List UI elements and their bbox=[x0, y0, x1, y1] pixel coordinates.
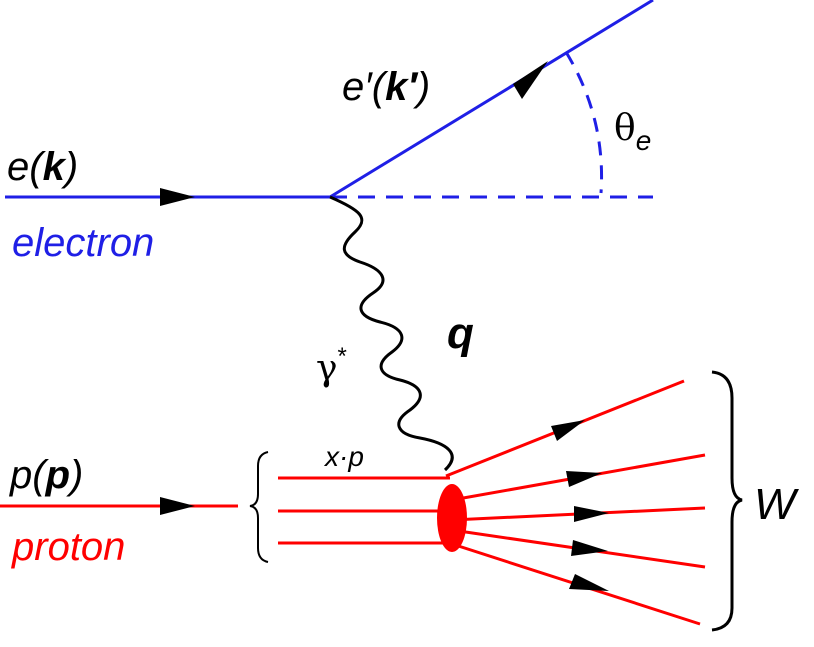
scattering-angle-arc bbox=[564, 51, 604, 194]
outgoing-electron-arrow bbox=[513, 61, 548, 99]
electron-word-label: electron bbox=[12, 221, 154, 265]
parton-label: x·p bbox=[323, 441, 364, 472]
parton-brace bbox=[249, 451, 269, 563]
incoming-proton-arrow bbox=[160, 497, 195, 515]
virtual-photon-line bbox=[329, 195, 454, 472]
virtual-photon-label: γ* bbox=[316, 343, 347, 389]
hadron-arrow-5 bbox=[569, 574, 609, 591]
final-state-label: W bbox=[754, 480, 799, 529]
incoming-electron-label: e(k) bbox=[7, 145, 78, 189]
scattering-angle-label: θe bbox=[614, 108, 651, 156]
photon-momentum-label: q bbox=[447, 309, 474, 358]
hadron-arrow-3 bbox=[574, 506, 609, 522]
incoming-proton-label: p(p) bbox=[9, 453, 83, 497]
hadron-arrow-1 bbox=[551, 420, 585, 441]
incoming-electron-arrow bbox=[160, 188, 195, 206]
hadron-arrow-2 bbox=[566, 471, 602, 487]
proton-word-label: proton bbox=[11, 525, 125, 569]
final-state-brace bbox=[711, 370, 743, 632]
outgoing-electron-label: e′(k′) bbox=[342, 65, 430, 109]
interaction-blob bbox=[437, 484, 467, 552]
hadron-arrow-4 bbox=[571, 540, 608, 556]
outgoing-electron-line bbox=[329, 0, 654, 199]
